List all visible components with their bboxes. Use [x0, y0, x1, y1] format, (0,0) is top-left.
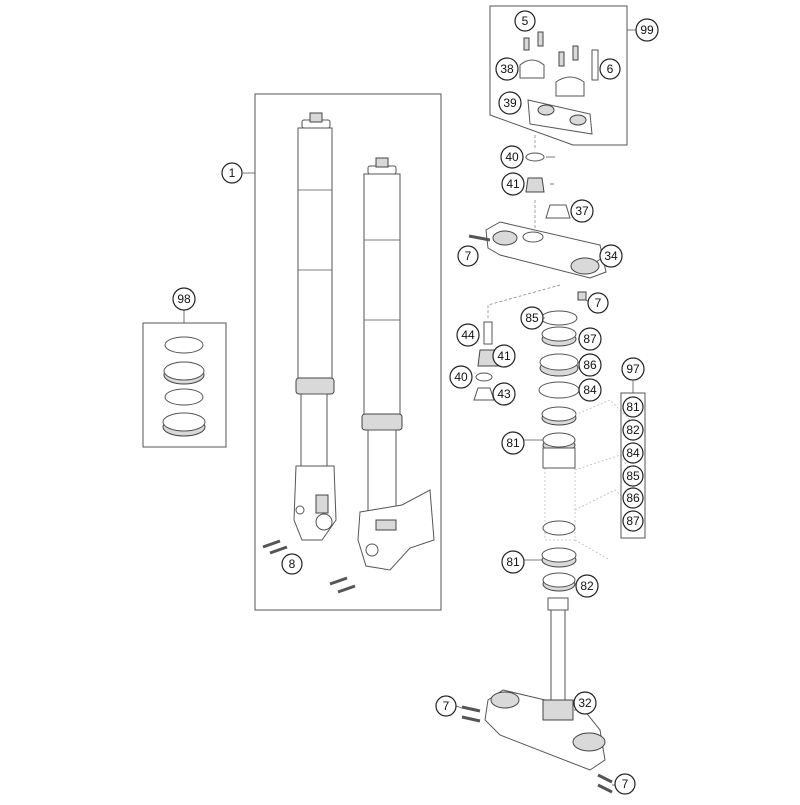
callout-5: 5 — [514, 10, 536, 32]
pin-44 — [483, 321, 493, 345]
kit-98-parts — [162, 336, 206, 437]
callout-44: 44 — [456, 323, 480, 347]
frame-head-ghost — [544, 399, 631, 561]
callout-8: 8 — [281, 553, 303, 575]
kit97-item-5: 86 — [622, 487, 644, 509]
svg-text:32: 32 — [578, 696, 592, 710]
svg-text:82: 82 — [626, 423, 640, 437]
nut-37 — [545, 204, 571, 219]
right-fork-leg — [357, 157, 435, 571]
callout-43: 43 — [492, 382, 516, 406]
svg-text:81: 81 — [506, 436, 520, 450]
bushing-41 — [525, 177, 545, 193]
callout-40-b: 40 — [449, 365, 473, 389]
kit97-item-4: 85 — [622, 465, 644, 487]
callout-37: 37 — [570, 199, 594, 223]
kit97-item-2: 82 — [622, 419, 644, 441]
svg-text:1: 1 — [229, 166, 236, 180]
callout-1: 1 — [221, 162, 243, 184]
top-triple-clamp — [468, 221, 607, 301]
callout-82-a: 82 — [575, 574, 599, 598]
nut-43 — [473, 387, 495, 401]
kit-98-frame — [142, 322, 227, 448]
callout-81-upper: 81 — [501, 431, 525, 455]
callout-38: 38 — [495, 57, 519, 81]
svg-text:7: 7 — [465, 249, 472, 263]
svg-text:99: 99 — [640, 23, 654, 37]
callout-39: 39 — [498, 91, 522, 115]
callout-6: 6 — [599, 58, 621, 80]
callout-86-a: 86 — [578, 353, 602, 377]
callout-98: 98 — [172, 287, 196, 311]
svg-text:84: 84 — [583, 383, 597, 397]
svg-text:40: 40 — [505, 150, 519, 164]
washer-40 — [525, 152, 545, 162]
svg-text:38: 38 — [500, 62, 514, 76]
svg-text:85: 85 — [525, 311, 539, 325]
bearing-stack — [538, 310, 580, 426]
svg-text:8: 8 — [289, 557, 296, 571]
callout-85: 85 — [520, 306, 544, 330]
callout-7-c: 7 — [435, 695, 457, 717]
svg-text:87: 87 — [626, 514, 640, 528]
svg-text:40: 40 — [454, 370, 468, 384]
callout-81-lower: 81 — [501, 550, 525, 574]
svg-text:44: 44 — [461, 328, 475, 342]
callout-7-d: 7 — [614, 773, 636, 795]
svg-text:34: 34 — [604, 249, 618, 263]
callout-41-b: 41 — [492, 344, 516, 368]
callout-40-top: 40 — [500, 145, 524, 169]
svg-text:6: 6 — [607, 62, 614, 76]
svg-text:39: 39 — [503, 96, 517, 110]
svg-text:7: 7 — [443, 699, 450, 713]
svg-text:43: 43 — [497, 387, 511, 401]
svg-text:81: 81 — [626, 400, 640, 414]
kit-99-parts — [519, 31, 599, 135]
svg-text:87: 87 — [583, 332, 597, 346]
svg-text:37: 37 — [575, 204, 589, 218]
callout-34: 34 — [599, 244, 623, 268]
callout-87-a: 87 — [578, 327, 602, 351]
callout-97: 97 — [621, 357, 645, 381]
kit97-item-3: 84 — [622, 442, 644, 464]
callout-7-a: 7 — [457, 245, 479, 267]
bolts-8 — [262, 539, 356, 594]
callout-7-b: 7 — [587, 292, 609, 314]
callout-41-top: 41 — [501, 172, 525, 196]
callout-84-a: 84 — [578, 378, 602, 402]
svg-text:86: 86 — [626, 491, 640, 505]
callout-99: 99 — [635, 18, 659, 42]
svg-text:97: 97 — [626, 362, 640, 376]
svg-text:98: 98 — [177, 292, 191, 306]
svg-text:5: 5 — [522, 14, 529, 28]
svg-text:85: 85 — [626, 469, 640, 483]
svg-text:41: 41 — [497, 349, 511, 363]
svg-text:7: 7 — [622, 777, 629, 791]
head-bearing-81-upper — [542, 432, 576, 469]
fork-group-frame — [254, 93, 442, 611]
svg-text:7: 7 — [595, 296, 602, 310]
head-bearing-81-lower — [541, 520, 577, 568]
svg-text:41: 41 — [506, 177, 520, 191]
kit-99-frame — [489, 5, 628, 146]
svg-text:81: 81 — [506, 555, 520, 569]
callout-32: 32 — [573, 691, 597, 715]
svg-text:86: 86 — [583, 358, 597, 372]
washer-40b — [475, 372, 493, 382]
svg-text:84: 84 — [626, 446, 640, 460]
kit97-item-1: 81 — [622, 396, 644, 418]
svg-text:82: 82 — [580, 579, 594, 593]
kit97-item-6: 87 — [622, 510, 644, 532]
left-fork-leg — [293, 112, 337, 541]
